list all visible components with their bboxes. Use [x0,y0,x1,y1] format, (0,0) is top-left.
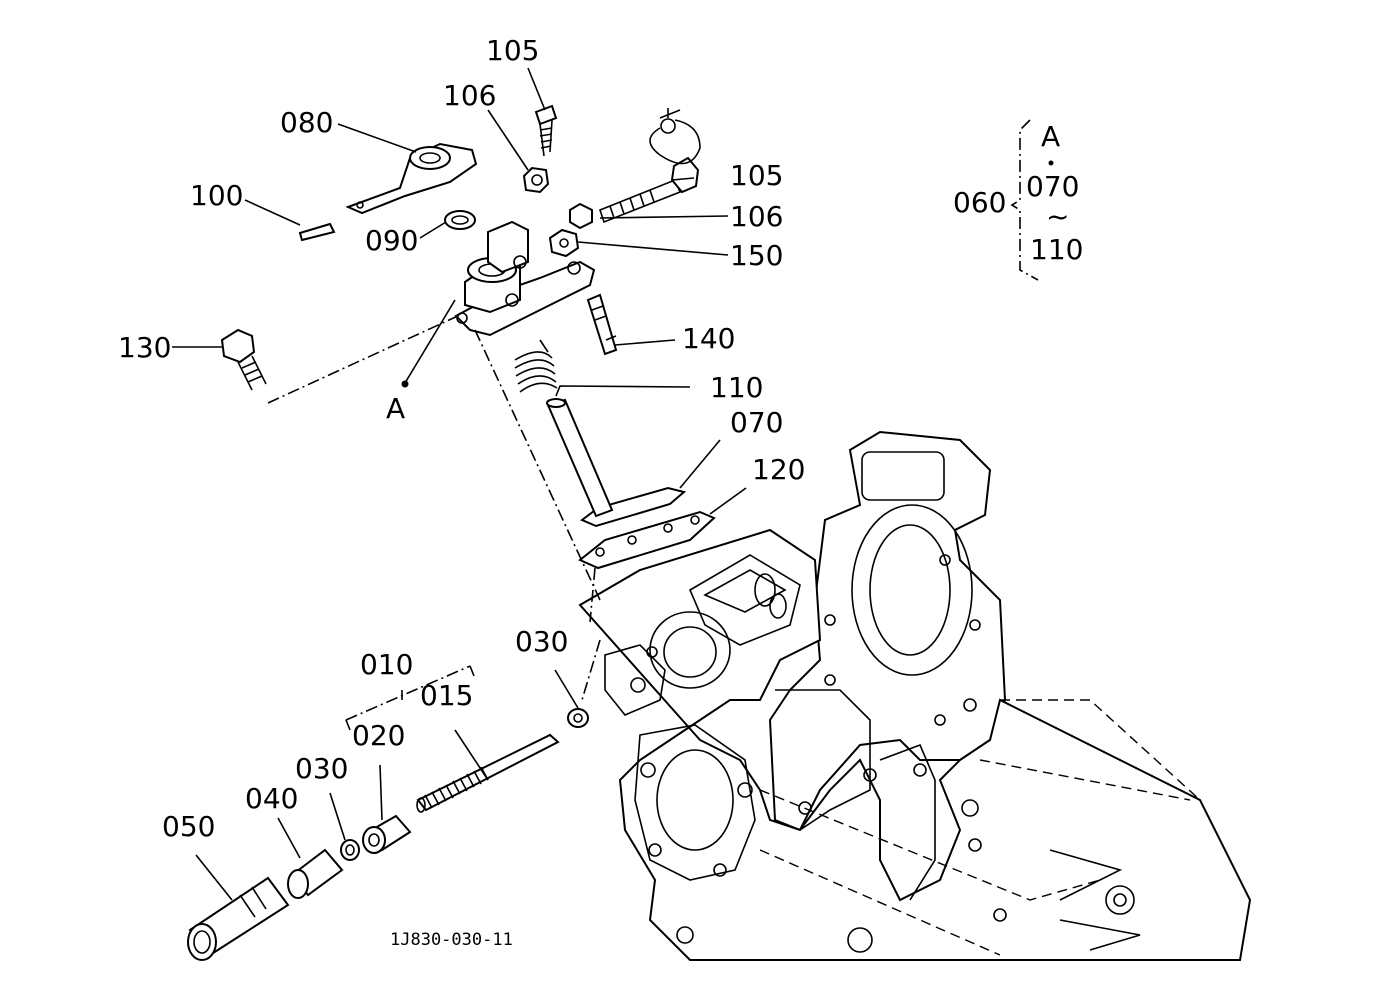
assembly-range-start: 070 [1026,170,1079,203]
label-105-top: 105 [486,34,539,67]
assembly-key: 060 A 070 ~ 110 [953,120,1083,266]
gasket-120 [578,510,716,570]
label-a: A [386,392,405,425]
assembly-dot [1048,160,1054,166]
label-130: 130 [118,331,171,364]
label-150: 150 [730,239,783,272]
nut-106-top [522,166,550,194]
label-020: 020 [352,719,405,752]
leader-lines [172,67,1039,901]
bolt-130 [220,328,267,391]
label-050: 050 [162,810,215,843]
label-140: 140 [682,322,735,355]
nut-106-right [569,202,593,230]
pin-100 [298,222,336,242]
label-120: 120 [752,453,805,486]
sleeve-050 [187,876,290,961]
label-070: 070 [730,406,783,439]
assembly-range-end: 110 [1030,233,1083,266]
label-015: 015 [420,679,473,712]
label-105-right: 105 [730,159,783,192]
assembly-number: 060 [953,186,1006,219]
label-100: 100 [190,179,243,212]
spring-110 [514,339,558,393]
assembly-item-a: A [1041,120,1060,153]
washer-030-right [567,708,589,728]
washer-030-left [340,839,360,861]
governor-shaft [546,398,614,518]
label-106-top: 106 [443,79,496,112]
label-010: 010 [360,648,413,681]
stud-140 [586,293,618,356]
label-080: 080 [280,106,333,139]
engine-housing [578,430,1252,961]
bolt-105-right [599,108,701,224]
washer-090 [444,210,476,230]
label-030-left: 030 [295,752,348,785]
assembly-range-sep: ~ [1046,200,1069,233]
callout-labels: 105 106 080 100 090 105 106 150 130 140 … [118,34,805,843]
reference-code: 1J830-030-11 [390,930,513,950]
rod-015 [416,733,560,813]
sleeve-040 [287,848,344,899]
label-110: 110 [710,371,763,404]
label-040: 040 [245,782,298,815]
label-090: 090 [365,224,418,257]
bolt-105-top [534,104,558,157]
governor-housing [454,220,596,337]
label-106-right: 106 [730,200,783,233]
nut-150 [548,228,580,258]
sleeve-020 [362,814,412,854]
label-030-right: 030 [515,625,568,658]
lever-080 [345,142,478,215]
